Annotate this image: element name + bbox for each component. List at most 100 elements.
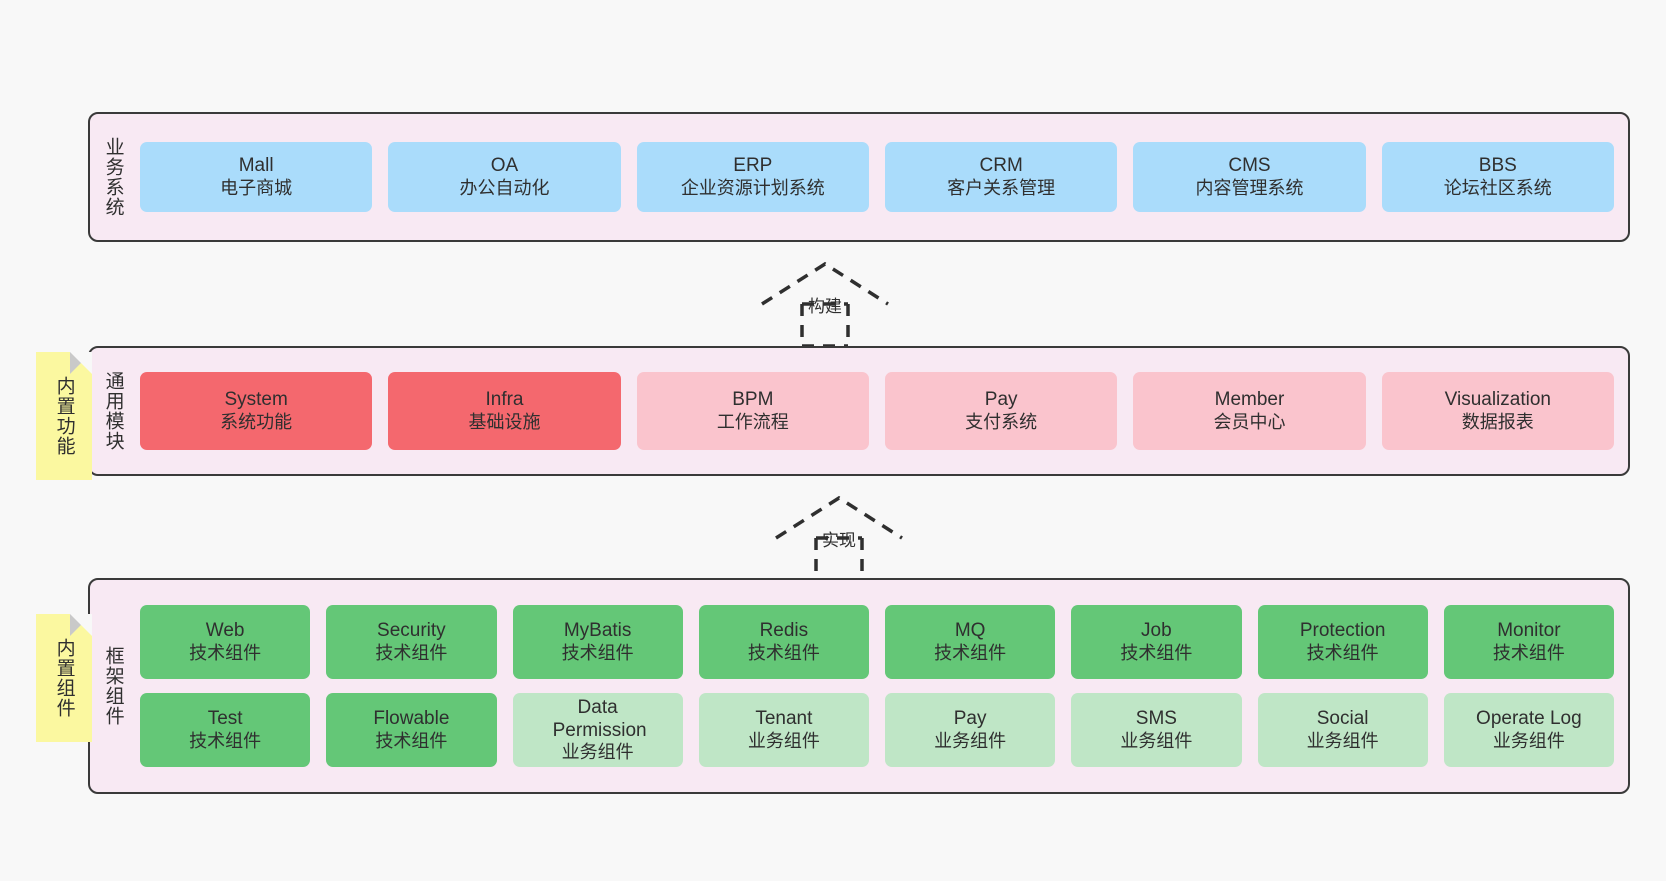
layer-title-framework-component: 框架组件 — [102, 646, 124, 726]
card-subtitle: 内容管理系统 — [1195, 177, 1304, 198]
connector-label-build: 构建 — [808, 297, 842, 316]
note-builtin-function: 内置功能 — [36, 352, 92, 480]
card-subtitle: 技术组件 — [747, 642, 820, 663]
card-title: OA — [490, 155, 519, 177]
card-bpm[interactable]: BPM 工作流程 — [636, 372, 869, 450]
card-title: Social — [1316, 708, 1369, 730]
card-title: Data Permission — [552, 696, 647, 742]
card-title: Flowable — [373, 708, 450, 730]
card-subtitle: 企业资源计划系统 — [680, 177, 825, 198]
card-subtitle: 技术组件 — [561, 642, 634, 663]
card-subtitle: 工作流程 — [716, 411, 789, 432]
card-title: BBS — [1478, 155, 1517, 177]
card-subtitle: 论坛社区系统 — [1443, 177, 1552, 198]
card-operate-log[interactable]: Operate Log 业务组件 — [1443, 693, 1614, 767]
note-label: 内置组件 — [53, 638, 75, 718]
card-social[interactable]: Social 业务组件 — [1257, 693, 1428, 767]
card-subtitle: 技术组件 — [189, 730, 262, 751]
card-title: Operate Log — [1476, 708, 1582, 730]
card-mq[interactable]: MQ 技术组件 — [885, 605, 1056, 679]
connector-label-implement: 实现 — [822, 531, 856, 550]
card-title: Web — [205, 620, 245, 642]
connector-implement: 实现 — [770, 490, 920, 582]
layer-body-framework-component: Web 技术组件 Security 技术组件 MyBatis 技术组件 Redi… — [136, 580, 1628, 792]
card-subtitle: 客户关系管理 — [947, 177, 1056, 198]
card-bbs[interactable]: BBS 论坛社区系统 — [1381, 142, 1614, 212]
card-infra[interactable]: Infra 基础设施 — [388, 372, 621, 450]
card-subtitle: 技术组件 — [189, 642, 262, 663]
card-pay-component[interactable]: Pay 业务组件 — [885, 693, 1056, 767]
card-title: Protection — [1299, 620, 1386, 642]
card-web[interactable]: Web 技术组件 — [140, 605, 311, 679]
card-crm[interactable]: CRM 客户关系管理 — [884, 142, 1118, 212]
card-subtitle: 电子商城 — [220, 177, 293, 198]
card-subtitle: 技术组件 — [1492, 642, 1565, 663]
card-subtitle: 基础设施 — [468, 411, 541, 432]
card-monitor[interactable]: Monitor 技术组件 — [1443, 605, 1614, 679]
generalization-arrowhead — [775, 495, 903, 540]
card-subtitle: 业务组件 — [747, 730, 820, 751]
card-subtitle: 系统功能 — [220, 411, 293, 432]
generalization-arrowhead — [761, 261, 889, 306]
card-test[interactable]: Test 技术组件 — [140, 693, 311, 767]
card-title: Job — [1141, 620, 1172, 642]
card-subtitle: 业务组件 — [934, 730, 1007, 751]
card-job[interactable]: Job 技术组件 — [1071, 605, 1242, 679]
row: Test 技术组件 Flowable 技术组件 Data Permission … — [140, 693, 1614, 767]
card-title: Redis — [759, 620, 809, 642]
card-subtitle: 会员中心 — [1213, 411, 1286, 432]
card-visualization[interactable]: Visualization 数据报表 — [1381, 372, 1614, 450]
card-subtitle: 数据报表 — [1461, 411, 1534, 432]
layer-common-module: 通用模块 System 系统功能 Infra 基础设施 BPM 工作流程 Pay… — [88, 346, 1630, 476]
card-member[interactable]: Member 会员中心 — [1133, 372, 1366, 450]
card-title: Member — [1214, 389, 1285, 411]
card-pay[interactable]: Pay 支付系统 — [884, 372, 1118, 450]
card-title: MyBatis — [563, 620, 632, 642]
card-title: ERP — [733, 155, 773, 177]
card-redis[interactable]: Redis 技术组件 — [698, 605, 869, 679]
card-subtitle: 技术组件 — [934, 642, 1007, 663]
card-flowable[interactable]: Flowable 技术组件 — [326, 693, 497, 767]
card-title: CRM — [979, 155, 1023, 177]
card-title: Test — [207, 708, 243, 730]
card-title: Monitor — [1497, 620, 1561, 642]
card-cms[interactable]: CMS 内容管理系统 — [1133, 142, 1366, 212]
layer-body-business-system: Mall 电子商城 OA 办公自动化 ERP 企业资源计划系统 CRM 客户关系… — [136, 114, 1628, 240]
card-title: Pay — [953, 708, 987, 730]
card-title: CMS — [1228, 155, 1271, 177]
card-mall[interactable]: Mall 电子商城 — [140, 142, 373, 212]
layer-body-common-module: System 系统功能 Infra 基础设施 BPM 工作流程 Pay 支付系统… — [136, 348, 1628, 474]
card-system[interactable]: System 系统功能 — [140, 372, 373, 450]
card-subtitle: 业务组件 — [1306, 730, 1379, 751]
card-title: Mall — [238, 155, 274, 177]
card-security[interactable]: Security 技术组件 — [326, 605, 497, 679]
card-subtitle: 支付系统 — [965, 411, 1038, 432]
card-tenant[interactable]: Tenant 业务组件 — [698, 693, 869, 767]
card-mybatis[interactable]: MyBatis 技术组件 — [512, 605, 683, 679]
card-protection[interactable]: Protection 技术组件 — [1257, 605, 1428, 679]
card-oa[interactable]: OA 办公自动化 — [388, 142, 621, 212]
layer-business-system: 业务系统 Mall 电子商城 OA 办公自动化 ERP 企业资源计划系统 CRM… — [88, 112, 1630, 242]
card-subtitle: 技术组件 — [1306, 642, 1379, 663]
card-subtitle: 技术组件 — [1120, 642, 1193, 663]
card-title: Visualization — [1444, 389, 1551, 411]
connector-build: 构建 — [756, 256, 906, 348]
card-subtitle: 技术组件 — [375, 642, 448, 663]
row: Mall 电子商城 OA 办公自动化 ERP 企业资源计划系统 CRM 客户关系… — [140, 142, 1614, 212]
card-title: Security — [377, 620, 446, 642]
card-title: SMS — [1135, 708, 1177, 730]
card-subtitle: 办公自动化 — [459, 177, 550, 198]
card-subtitle: 业务组件 — [561, 742, 634, 763]
card-sms[interactable]: SMS 业务组件 — [1071, 693, 1242, 767]
card-title: Infra — [485, 389, 524, 411]
card-subtitle: 业务组件 — [1120, 730, 1193, 751]
layer-title-common-module: 通用模块 — [102, 371, 124, 451]
card-erp[interactable]: ERP 企业资源计划系统 — [636, 142, 869, 212]
card-subtitle: 技术组件 — [375, 730, 448, 751]
note-label: 内置功能 — [53, 376, 75, 456]
card-title: Tenant — [755, 708, 813, 730]
card-subtitle: 业务组件 — [1492, 730, 1565, 751]
card-data-permission[interactable]: Data Permission 业务组件 — [512, 693, 683, 767]
row: Web 技术组件 Security 技术组件 MyBatis 技术组件 Redi… — [140, 605, 1614, 679]
